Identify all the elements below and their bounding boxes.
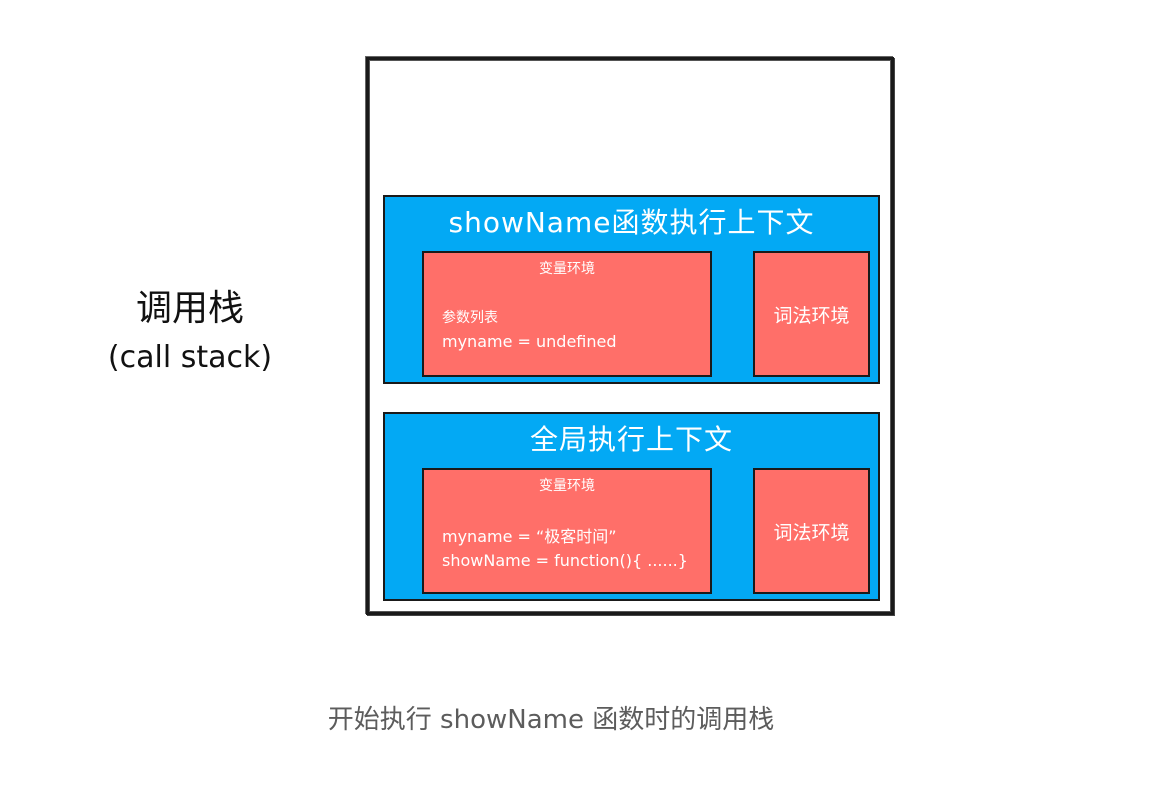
call-stack-label-zh: 调用栈 — [135, 288, 244, 329]
showname-lexical-environment: 词法环境 — [753, 251, 870, 377]
global-showname-line: showName = function(){ ......} — [442, 551, 688, 570]
global-context-title: 全局执行上下文 — [529, 423, 733, 456]
showname-execution-context: showName函数执行上下文 变量环境 参数列表 myname = undef… — [383, 195, 880, 384]
global-lexical-environment: 词法环境 — [753, 468, 870, 594]
showname-variable-env-title: 变量环境 — [539, 261, 595, 277]
global-execution-context: 全局执行上下文 变量环境 myname = “极客时间” showName = … — [383, 412, 880, 601]
showname-param-list-line: 参数列表 — [442, 310, 498, 326]
call-stack-label: 调用栈 (call stack) — [80, 285, 300, 379]
figure-caption: 开始执行 showName 函数时的调用栈 — [327, 705, 775, 735]
showname-context-title: showName函数执行上下文 — [448, 206, 815, 239]
global-lexical-env-title: 词法环境 — [773, 521, 850, 544]
showname-lexical-env-title: 词法环境 — [773, 304, 850, 327]
showname-myname-line: myname = undefined — [442, 332, 617, 351]
global-variable-env-title: 变量环境 — [539, 478, 595, 494]
call-stack-label-en: (call stack) — [107, 340, 273, 375]
global-myname-line: myname = “极客时间” — [442, 527, 617, 546]
global-variable-environment: 变量环境 myname = “极客时间” showName = function… — [422, 468, 712, 594]
showname-variable-environment: 变量环境 参数列表 myname = undefined — [422, 251, 712, 377]
